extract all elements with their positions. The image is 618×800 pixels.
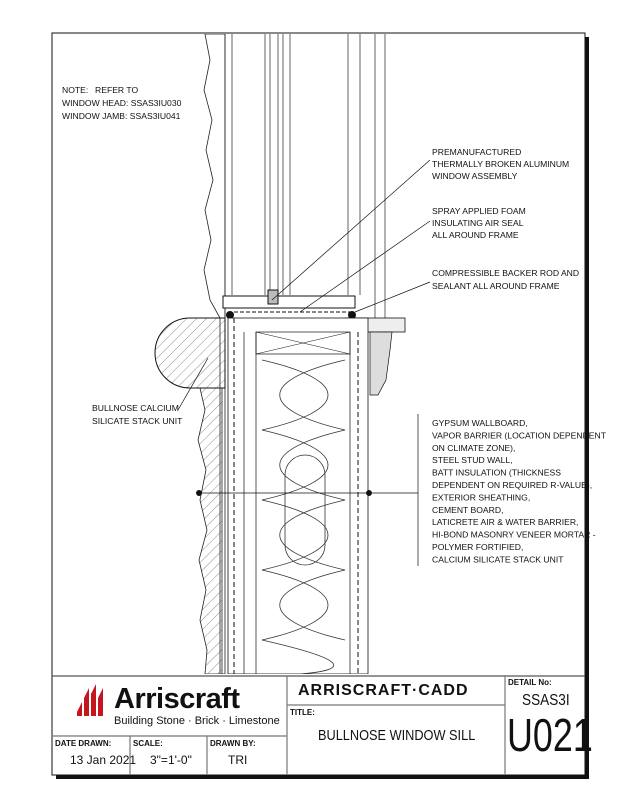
section-detail: [154, 34, 406, 674]
callout-line: WINDOW ASSEMBLY: [432, 171, 518, 181]
detail-prefix: SSAS3I: [522, 692, 570, 709]
note-head: WINDOW HEAD: SSAS3IU030: [62, 98, 182, 108]
arriscraft-logo-mark: [77, 684, 103, 716]
callout-line: THERMALLY BROKEN ALUMINUM: [432, 159, 569, 169]
date-label: DATE DRAWN:: [55, 739, 112, 748]
drawing-title: BULLNOSE WINDOW SILL: [318, 727, 476, 744]
callout-line: EXTERIOR SHEATHING,: [432, 492, 530, 502]
callout-line: POLYMER FORTIFIED,: [432, 542, 523, 552]
drawn-by-value: TRI: [228, 753, 248, 767]
callout-line: ALL AROUND FRAME: [432, 230, 519, 240]
apron-trim: [369, 331, 393, 396]
callout-bullnose: BULLNOSE CALCIUM SILICATE STACK UNIT: [92, 403, 183, 426]
scale-value: 3"=1'-0": [150, 753, 192, 767]
track: [255, 331, 351, 355]
leader-lines: [177, 159, 431, 566]
callout-line: PREMANUFACTURED: [432, 147, 521, 157]
callout-line: COMPRESSIBLE BACKER ROD AND: [432, 268, 579, 278]
callout-line: SPRAY APPLIED FOAM: [432, 206, 526, 216]
note-block: NOTE: REFER TO WINDOW HEAD: SSAS3IU030 W…: [62, 85, 182, 121]
callout-line: SEALANT ALL AROUND FRAME: [432, 281, 560, 291]
callout-line: STEEL STUD WALL,: [432, 455, 513, 465]
brand-name: Arriscraft: [114, 683, 240, 715]
note-refer: REFER TO: [95, 85, 138, 95]
title-label: TITLE:: [290, 708, 315, 717]
window-frame: [224, 34, 386, 318]
callout-line: ON CLIMATE ZONE),: [432, 443, 515, 453]
backer-rod-right: [348, 311, 356, 319]
title-block-grid: [52, 675, 585, 775]
callout-line: LATICRETE AIR & WATER BARRIER,: [432, 517, 578, 527]
bullnose-unit: [154, 317, 226, 389]
stud-wall: [227, 317, 369, 674]
callout-line: BATT INSULATION (THICKNESS: [432, 468, 561, 478]
callout-wall-assembly: GYPSUM WALLBOARD, VAPOR BARRIER (LOCATION…: [432, 418, 607, 564]
note-jamb: WINDOW JAMB: SSAS3IU041: [62, 111, 181, 121]
detail-number: U021: [507, 709, 593, 761]
callout-line: GYPSUM WALLBOARD,: [432, 418, 528, 428]
callout-line: SILICATE STACK UNIT: [92, 416, 183, 426]
note-heading: NOTE:: [62, 85, 88, 95]
callout-line: CALCIUM SILICATE STACK UNIT: [432, 554, 564, 564]
drawn-by-label: DRAWN BY:: [210, 739, 256, 748]
detail-label: DETAIL No:: [508, 678, 552, 687]
stack-unit-lower: [197, 387, 223, 674]
callout-window-assembly: PREMANUFACTURED THERMALLY BROKEN ALUMINU…: [432, 147, 569, 181]
callout-line: VAPOR BARRIER (LOCATION DEPENDENT: [432, 430, 607, 440]
callout-line: DEPENDENT ON REQUIRED R-VALUE),: [432, 480, 592, 490]
masonry-veneer-upper: [203, 34, 226, 674]
callout-line: CEMENT BOARD,: [432, 505, 503, 515]
brand-tagline: Building Stone · Brick · Limestone: [114, 715, 280, 727]
callout-line: INSULATING AIR SEAL: [432, 218, 524, 228]
date-value: 13 Jan 2021: [70, 753, 137, 767]
sill-frame: [222, 295, 356, 309]
backer-rod-left: [226, 311, 234, 319]
scale-label: SCALE:: [133, 739, 163, 748]
callout-line: BULLNOSE CALCIUM: [92, 403, 179, 413]
cadd-label: ARRISCRAFT·CADD: [298, 682, 469, 699]
callout-foam-seal: SPRAY APPLIED FOAM INSULATING AIR SEAL A…: [432, 206, 526, 240]
callout-backer-rod: COMPRESSIBLE BACKER ROD AND SEALANT ALL …: [432, 268, 579, 291]
callout-line: HI-BOND MASONRY VENEER MORTAR -: [432, 530, 596, 540]
thermal-break: [267, 289, 279, 305]
batt-insulation: [261, 359, 334, 674]
